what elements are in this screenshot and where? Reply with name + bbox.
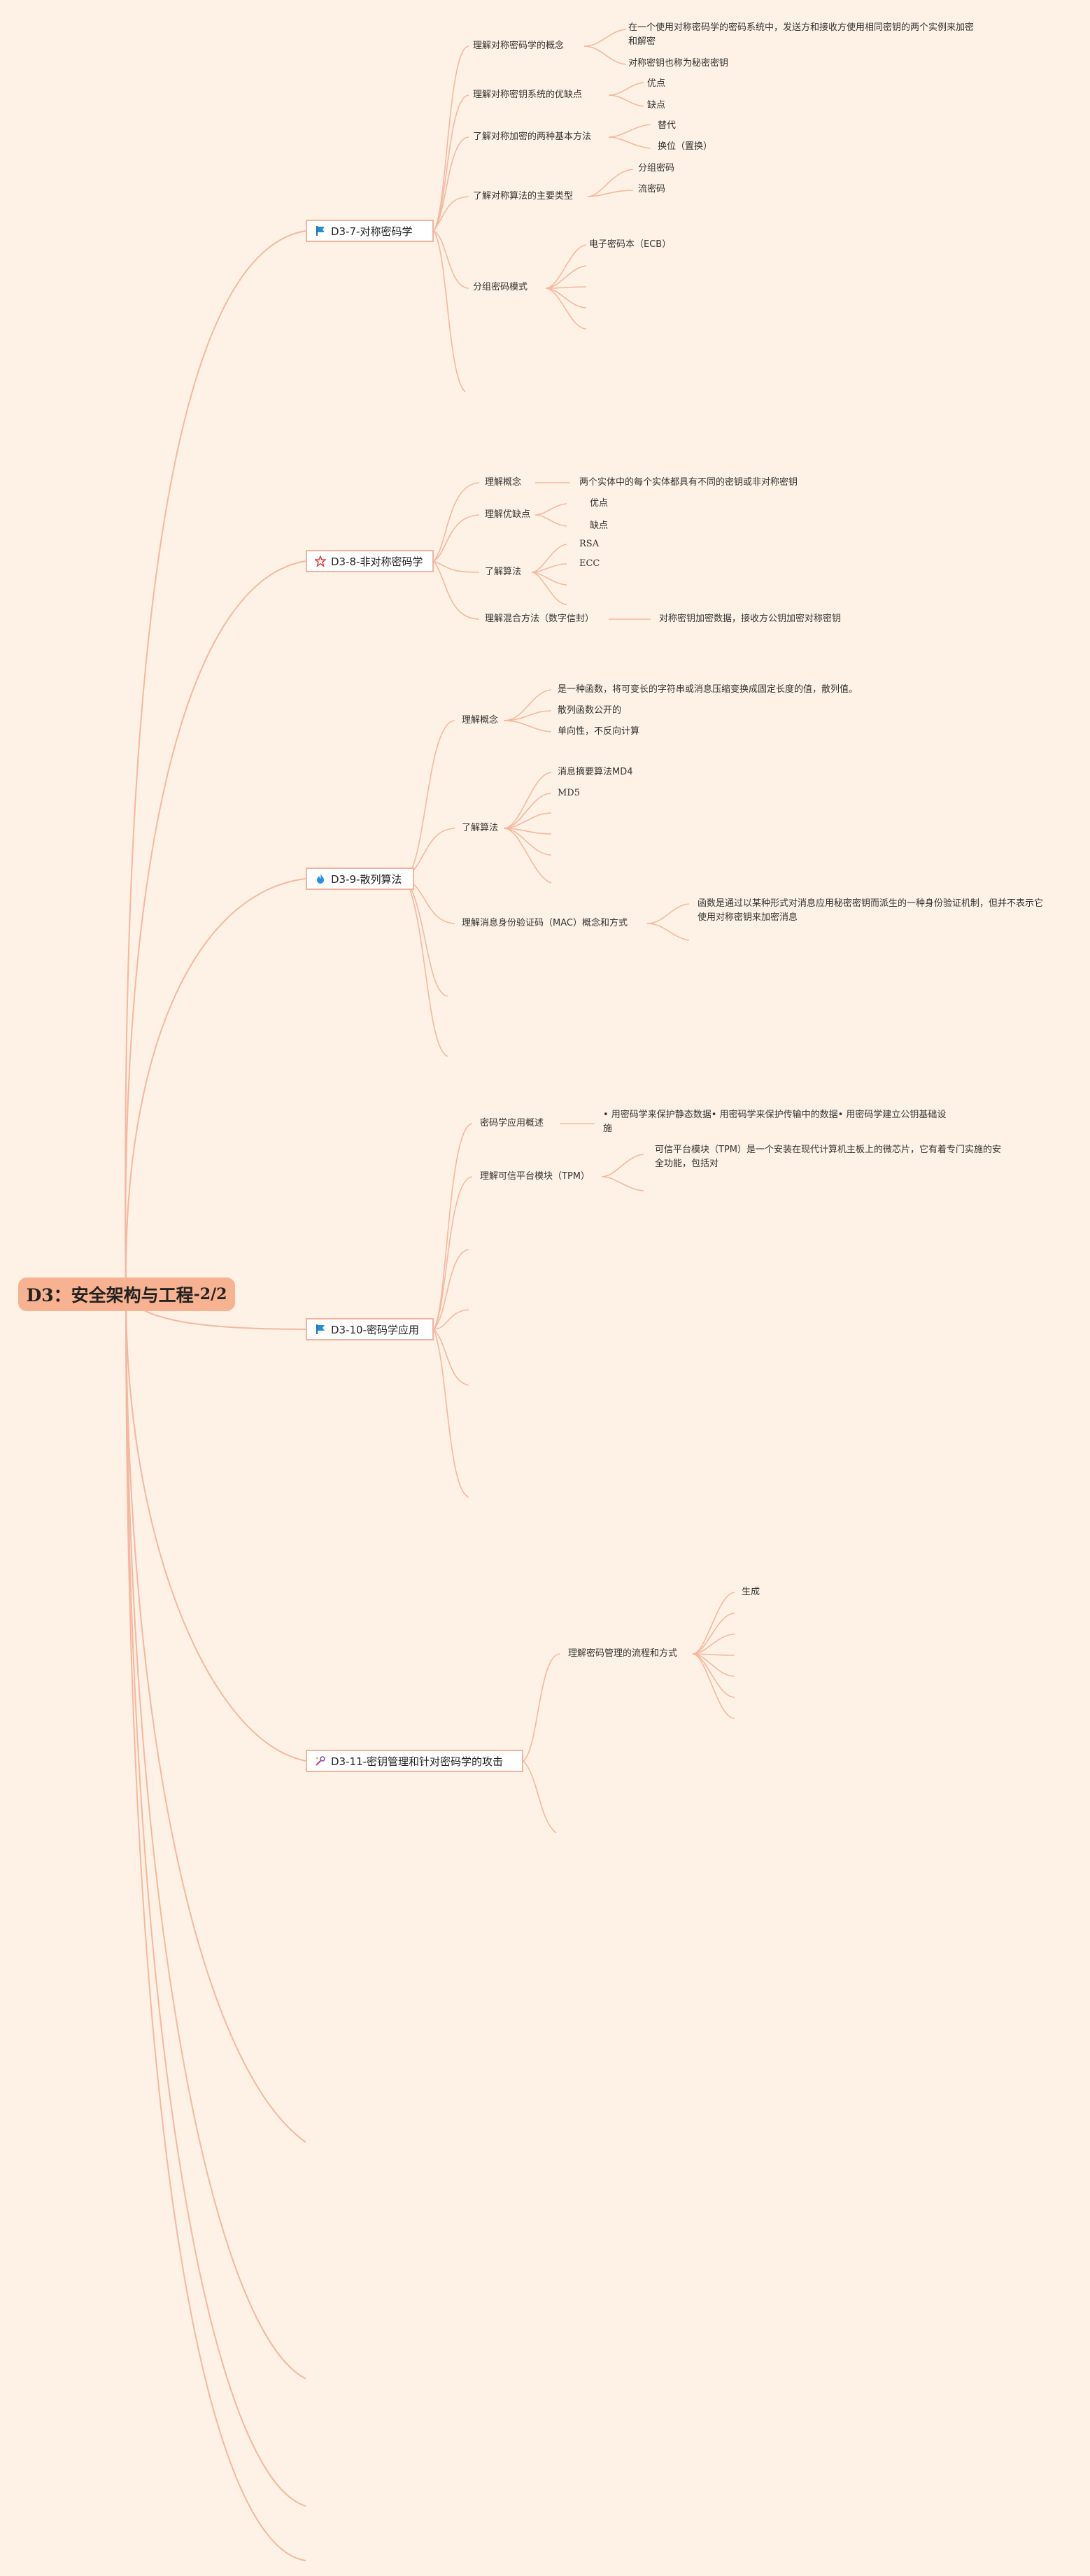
- root-title: D3：安全架构与工程: [26, 1285, 194, 1305]
- flag-icon: [314, 1323, 327, 1336]
- flag-icon: [314, 225, 327, 237]
- node-d37-cons[interactable]: 缺点: [647, 100, 666, 111]
- node-d310-tpm-desc[interactable]: 可信平台模块（TPM）是一个安装在现代计算机主板上的微芯片，它有着专门实施的安全…: [655, 1145, 1001, 1169]
- star-icon: [314, 555, 327, 567]
- node-d311-generate[interactable]: 生成: [742, 1587, 760, 1597]
- node-d38-pros[interactable]: 优点: [590, 498, 609, 509]
- fire-icon: [314, 872, 327, 885]
- node-d39-md5[interactable]: MD5: [558, 788, 581, 798]
- topic-d3-7[interactable]: D3-7-对称密码学: [306, 220, 434, 242]
- node-d37-concept-desc2[interactable]: 对称密钥也称为秘密密钥: [628, 58, 729, 69]
- topic-label: D3-7-对称密码学: [331, 225, 413, 238]
- node-d310-tpm[interactable]: 理解可信平台模块（TPM）: [480, 1171, 590, 1182]
- tools-icon: [314, 1755, 327, 1767]
- topic-label: D3-8-非对称密码学: [331, 555, 423, 568]
- node-d38-concept-desc[interactable]: 两个实体中的每个实体都具有不同的密钥或非对称密钥: [579, 477, 798, 488]
- node-d310-overview-desc[interactable]: • 用密码学来保护静态数据• 用密码学来保护传输中的数据• 用密码学建立公钥基础…: [603, 1110, 947, 1134]
- node-d37-concept-desc1[interactable]: 在一个使用对称密码学的密码系统中，发送方和接收方使用相同密钥的两个实例来加密和解…: [628, 22, 975, 47]
- topic-label: D3-10-密码学应用: [331, 1323, 420, 1336]
- node-d39-mac[interactable]: 理解消息身份验证码（MAC）概念和方式: [462, 918, 628, 928]
- node-d38-ecc[interactable]: ECC: [579, 558, 600, 569]
- node-d38-cons[interactable]: 缺点: [590, 521, 609, 531]
- topic-d3-8[interactable]: D3-8-非对称密码学: [306, 550, 434, 572]
- node-d310-overview[interactable]: 密码学应用概述: [480, 1118, 544, 1128]
- topic-d3-11[interactable]: D3-11-密钥管理和针对密码学的攻击: [306, 1750, 523, 1772]
- node-d38-algos[interactable]: 了解算法: [485, 567, 522, 577]
- node-d37-concept[interactable]: 理解对称密码学的概念: [473, 41, 565, 51]
- topic-label: D3-11-密钥管理和针对密码学的攻击: [331, 1755, 504, 1768]
- node-d39-desc1[interactable]: 是一种函数，将可变长的字符串或消息压缩变换成固定长度的值，散列值。: [558, 684, 858, 695]
- node-d37-transposition[interactable]: 换位（置换）: [658, 141, 713, 152]
- node-d39-concept[interactable]: 理解概念: [462, 715, 499, 726]
- root-topic[interactable]: D3：安全架构与工程-2/2: [18, 1278, 235, 1311]
- node-d39-desc2[interactable]: 散列函数公开的: [558, 705, 622, 716]
- node-d39-algos[interactable]: 了解算法: [462, 823, 499, 833]
- node-d38-concept[interactable]: 理解概念: [485, 477, 522, 488]
- node-d37-types[interactable]: 了解对称算法的主要类型: [473, 191, 574, 201]
- node-d38-hybrid[interactable]: 理解混合方法（数字信封）: [485, 614, 595, 624]
- node-d311-process[interactable]: 理解密码管理的流程和方式: [568, 1648, 678, 1659]
- node-d39-md4[interactable]: 消息摘要算法MD4: [558, 767, 633, 777]
- node-d37-block[interactable]: 分组密码: [638, 163, 675, 174]
- node-d39-mac-desc[interactable]: 函数是通过以某种形式对消息应用秘密密钥而派生的一种身份验证机制，但并不表示它使用…: [698, 898, 1044, 923]
- topic-d3-9[interactable]: D3-9-散列算法: [306, 868, 414, 890]
- node-d38-hybrid-desc[interactable]: 对称密钥加密数据，接收方公钥加密对称密钥: [659, 614, 842, 624]
- topic-d3-10[interactable]: D3-10-密码学应用: [306, 1318, 434, 1340]
- node-d38-rsa[interactable]: RSA: [579, 539, 600, 549]
- node-d38-pros-cons[interactable]: 理解优缺点: [485, 509, 531, 520]
- node-d37-stream[interactable]: 流密码: [638, 184, 666, 194]
- node-d37-pros-cons[interactable]: 理解对称密钥系统的优缺点: [473, 90, 583, 100]
- root-suffix: -2/2: [193, 1285, 227, 1303]
- node-d37-ecb[interactable]: 电子密码本（ECB）: [589, 239, 672, 250]
- node-d37-methods[interactable]: 了解对称加密的两种基本方法: [473, 132, 592, 142]
- node-d37-modes[interactable]: 分组密码模式: [473, 282, 528, 292]
- node-d37-substitution[interactable]: 替代: [658, 120, 677, 131]
- node-d37-pros[interactable]: 优点: [647, 78, 666, 89]
- node-d39-desc3[interactable]: 单向性，不反向计算: [558, 726, 640, 737]
- topic-label: D3-9-散列算法: [331, 872, 402, 886]
